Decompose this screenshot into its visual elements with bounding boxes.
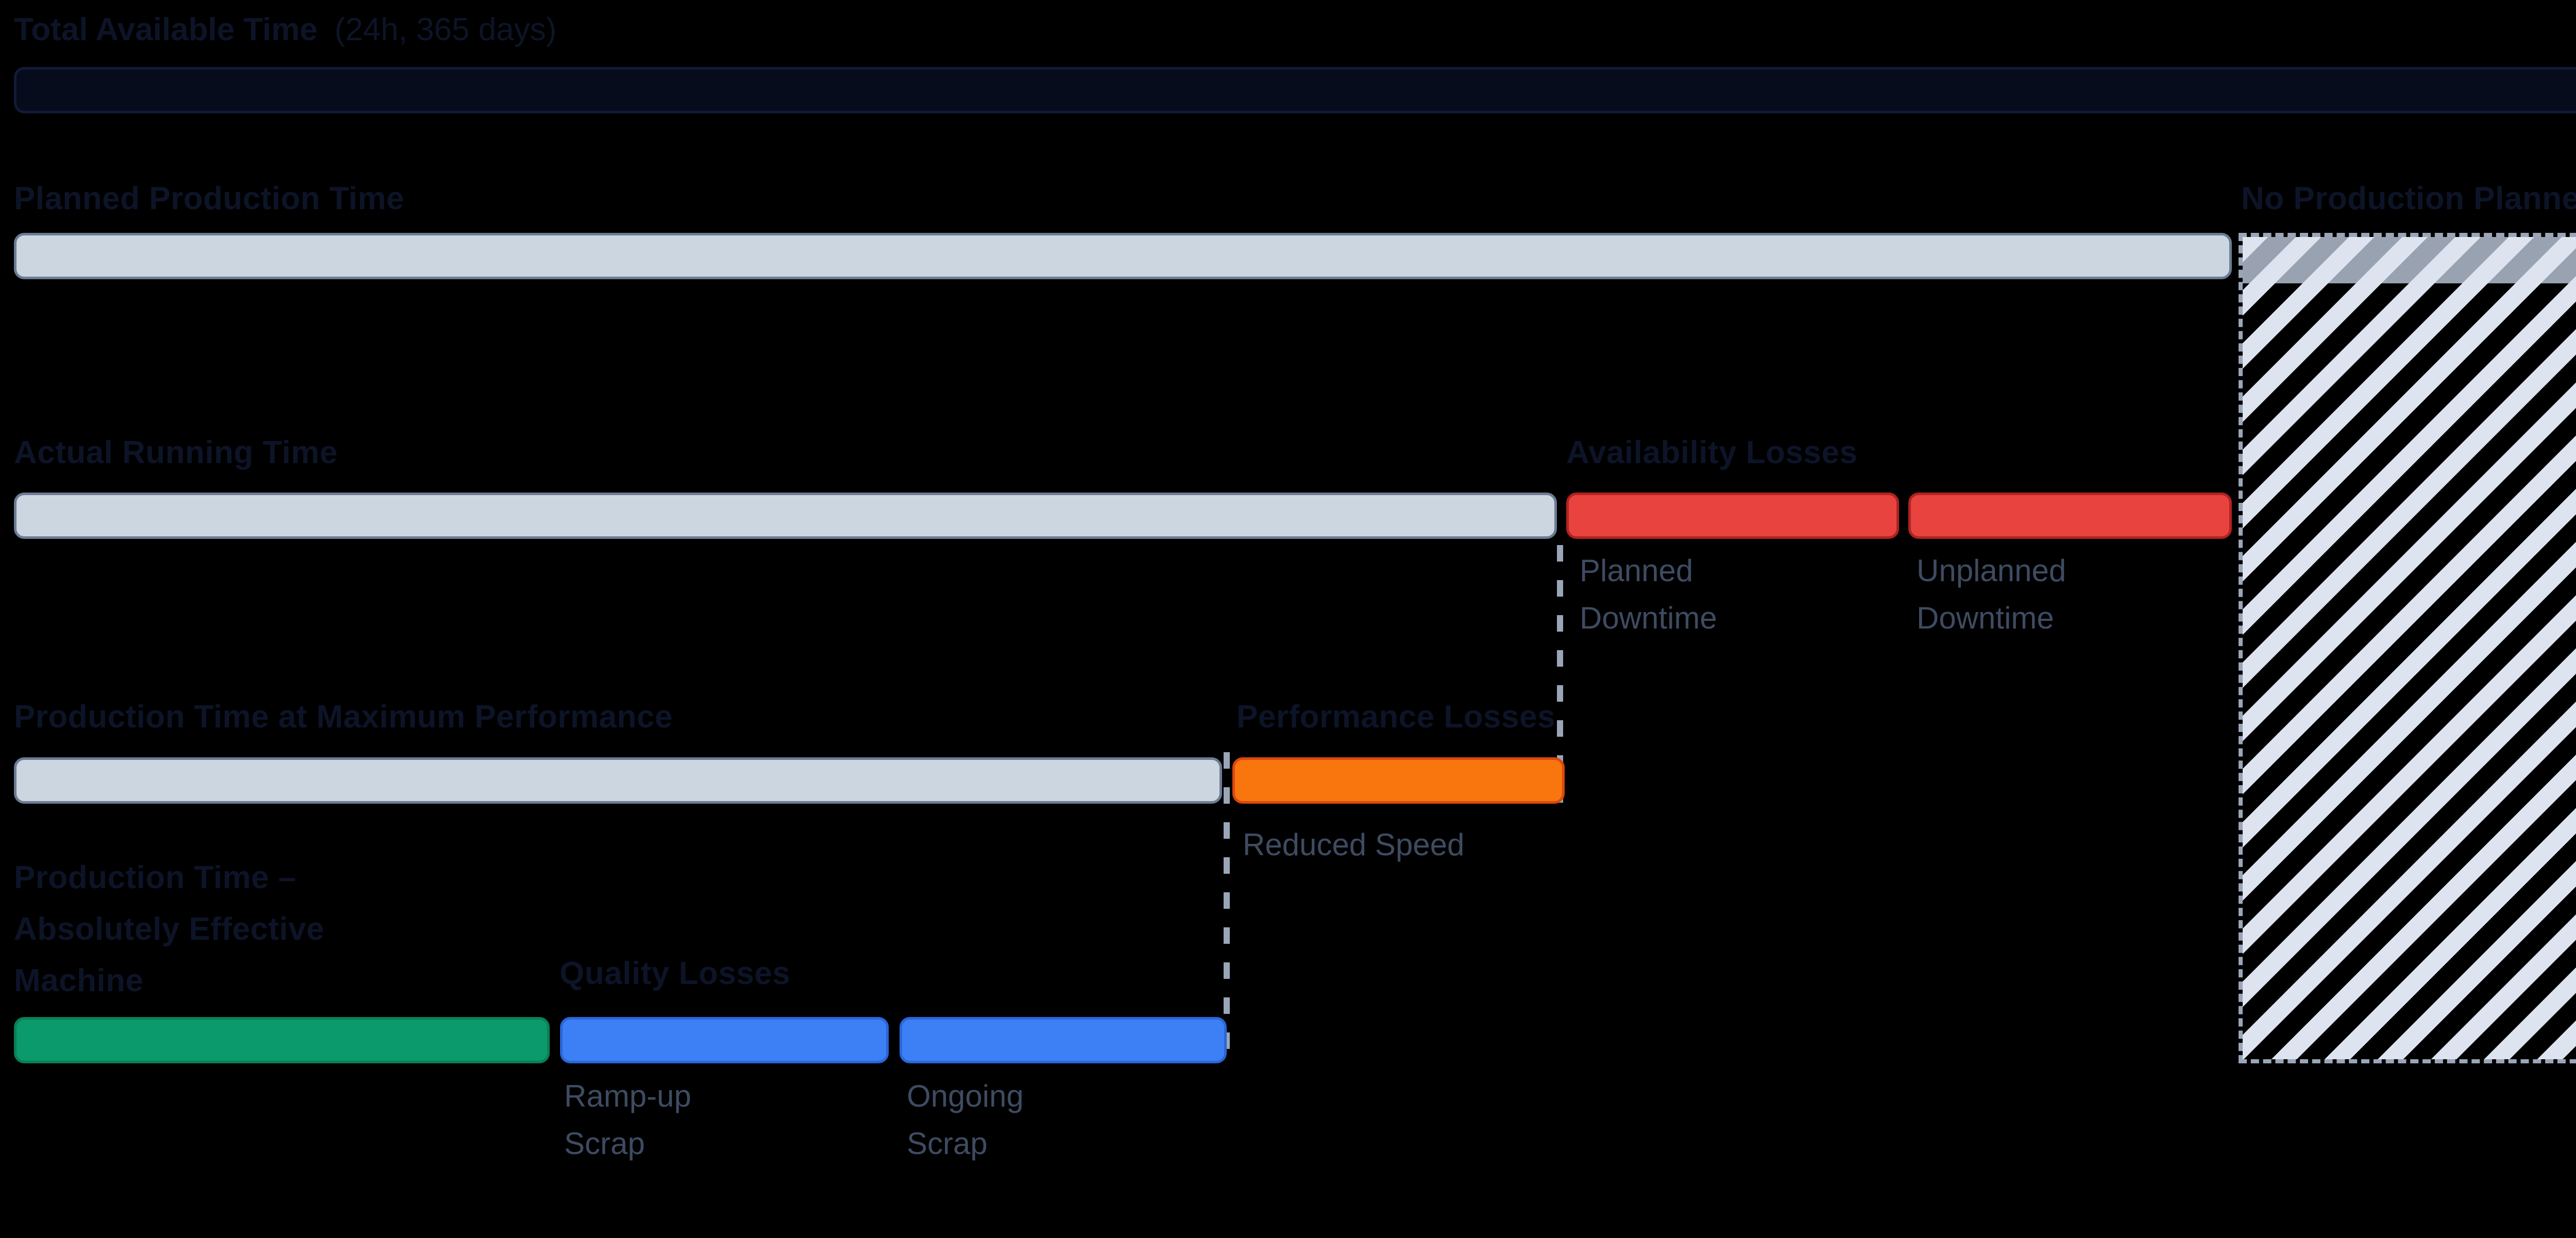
rampup-scrap-bar bbox=[560, 1017, 889, 1063]
effective-machine-heading-line3: Machine bbox=[14, 963, 144, 998]
no-production-planned-heading: No Production Planned bbox=[2241, 181, 2576, 216]
reduced-speed-label: Reduced Speed bbox=[1243, 827, 1465, 862]
ongoing-scrap-bar bbox=[900, 1017, 1227, 1063]
planned-production-time-heading: Planned Production Time bbox=[14, 181, 404, 216]
effective-machine-heading-line2: Absolutely Effective bbox=[14, 911, 325, 947]
title-suffix: (24h, 365 days) bbox=[334, 12, 557, 47]
reduced-speed-bar bbox=[1232, 757, 1565, 804]
rampup-scrap-label-line1: Ramp-up bbox=[564, 1079, 691, 1113]
max-performance-heading: Production Time at Maximum Performance bbox=[14, 699, 673, 735]
performance-losses-heading: Performance Losses bbox=[1236, 699, 1555, 735]
no-production-planned-hatch-region bbox=[2239, 233, 2576, 1063]
actual-running-time-bar bbox=[14, 493, 1557, 539]
max-performance-bar bbox=[14, 757, 1222, 804]
total-available-time-bar bbox=[14, 67, 2576, 113]
planned-production-time-bar bbox=[14, 233, 2232, 279]
diagonal-stripe-pattern bbox=[2243, 237, 2576, 1059]
title-main: Total Available Time bbox=[14, 12, 318, 47]
availability-dashed-connector bbox=[1557, 545, 1563, 803]
unplanned-downtime-bar bbox=[1908, 493, 2232, 539]
unplanned-downtime-label-line1: Unplanned bbox=[1917, 553, 2066, 588]
effective-machine-heading-line1: Production Time – bbox=[14, 860, 297, 895]
unplanned-downtime-label-line2: Downtime bbox=[1917, 601, 2054, 635]
availability-losses-heading: Availability Losses bbox=[1566, 435, 1858, 470]
planned-downtime-bar bbox=[1566, 493, 1899, 539]
ongoing-scrap-label-line1: Ongoing bbox=[907, 1079, 1024, 1113]
ongoing-scrap-label: Ongoing Scrap bbox=[907, 1073, 1024, 1167]
ongoing-scrap-label-line2: Scrap bbox=[907, 1126, 988, 1161]
performance-dashed-connector bbox=[1224, 752, 1230, 1055]
quality-losses-heading: Quality Losses bbox=[560, 956, 791, 991]
effective-machine-heading: Production Time – Absolutely Effective M… bbox=[14, 852, 325, 1007]
planned-downtime-label-line2: Downtime bbox=[1580, 601, 1717, 635]
effective-machine-bar bbox=[14, 1017, 550, 1063]
rampup-scrap-label-line2: Scrap bbox=[564, 1126, 645, 1161]
page-title: Total Available Time (24h, 365 days) bbox=[14, 11, 556, 48]
planned-downtime-label: Planned Downtime bbox=[1580, 547, 1717, 642]
planned-downtime-label-line1: Planned bbox=[1580, 553, 1693, 588]
rampup-scrap-label: Ramp-up Scrap bbox=[564, 1073, 691, 1167]
unplanned-downtime-label: Unplanned Downtime bbox=[1917, 547, 2066, 642]
actual-running-time-heading: Actual Running Time bbox=[14, 435, 338, 470]
